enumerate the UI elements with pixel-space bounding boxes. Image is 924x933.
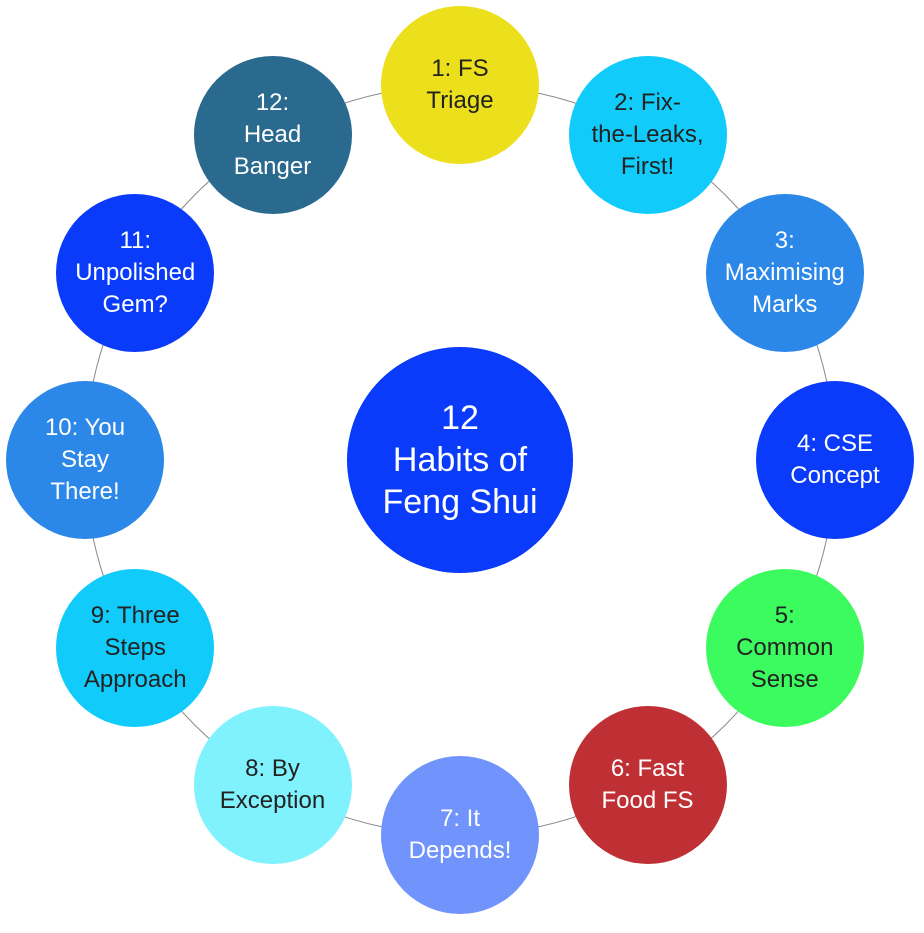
habit-circle-8: 8: By Exception xyxy=(193,705,352,864)
label-line: Concept xyxy=(790,462,880,489)
label-line: Triage xyxy=(426,87,494,114)
label-line: 10: You xyxy=(44,414,126,441)
label-line: Stay xyxy=(60,446,110,473)
habit-circle-4: 4: CSE Concept xyxy=(756,381,914,539)
label-line: 12: xyxy=(255,89,290,117)
label-line: Approach xyxy=(83,665,187,693)
label-line: Head xyxy=(243,121,302,149)
label-line: 6: Fast xyxy=(610,754,685,782)
label-line: Depends! xyxy=(408,837,512,864)
label-line: 11: xyxy=(119,226,152,254)
label-line: Gem? xyxy=(102,290,168,318)
label-line: 2: Fix- xyxy=(614,89,681,117)
label-line: Habits of xyxy=(392,441,528,479)
label-line: 12 xyxy=(441,399,479,437)
habit-circle-2: 2: Fix-the-Leaks, First! xyxy=(568,56,727,215)
label-line: Marks xyxy=(752,290,818,318)
label-line: the-Leaks, xyxy=(591,121,704,149)
label-line: First! xyxy=(620,153,675,181)
label-line: There! xyxy=(50,478,120,505)
label-line: Unpolished xyxy=(75,258,196,286)
label-line: Sense xyxy=(750,665,819,693)
label-line: Food FS xyxy=(601,786,694,814)
label-line: 1: FS xyxy=(431,55,489,82)
label-line: Exception xyxy=(219,786,326,814)
label-line: Maximising xyxy=(724,258,845,286)
label-line: Feng Shui xyxy=(382,483,538,521)
label-line: 9: Three xyxy=(90,601,180,629)
habit-circle-1: 1: FS Triage xyxy=(381,6,539,164)
label-line: 5: xyxy=(774,601,795,629)
label-line: 3: xyxy=(774,226,795,254)
label-line: Common xyxy=(736,633,834,661)
label-line: 7: It xyxy=(439,805,481,832)
label-line: Banger xyxy=(233,153,312,181)
label-line: Steps xyxy=(104,633,166,661)
label-line: 4: CSE xyxy=(796,430,874,457)
label-line: 8: By xyxy=(245,754,300,782)
habit-circle-7: 7: It Depends! xyxy=(381,756,539,914)
